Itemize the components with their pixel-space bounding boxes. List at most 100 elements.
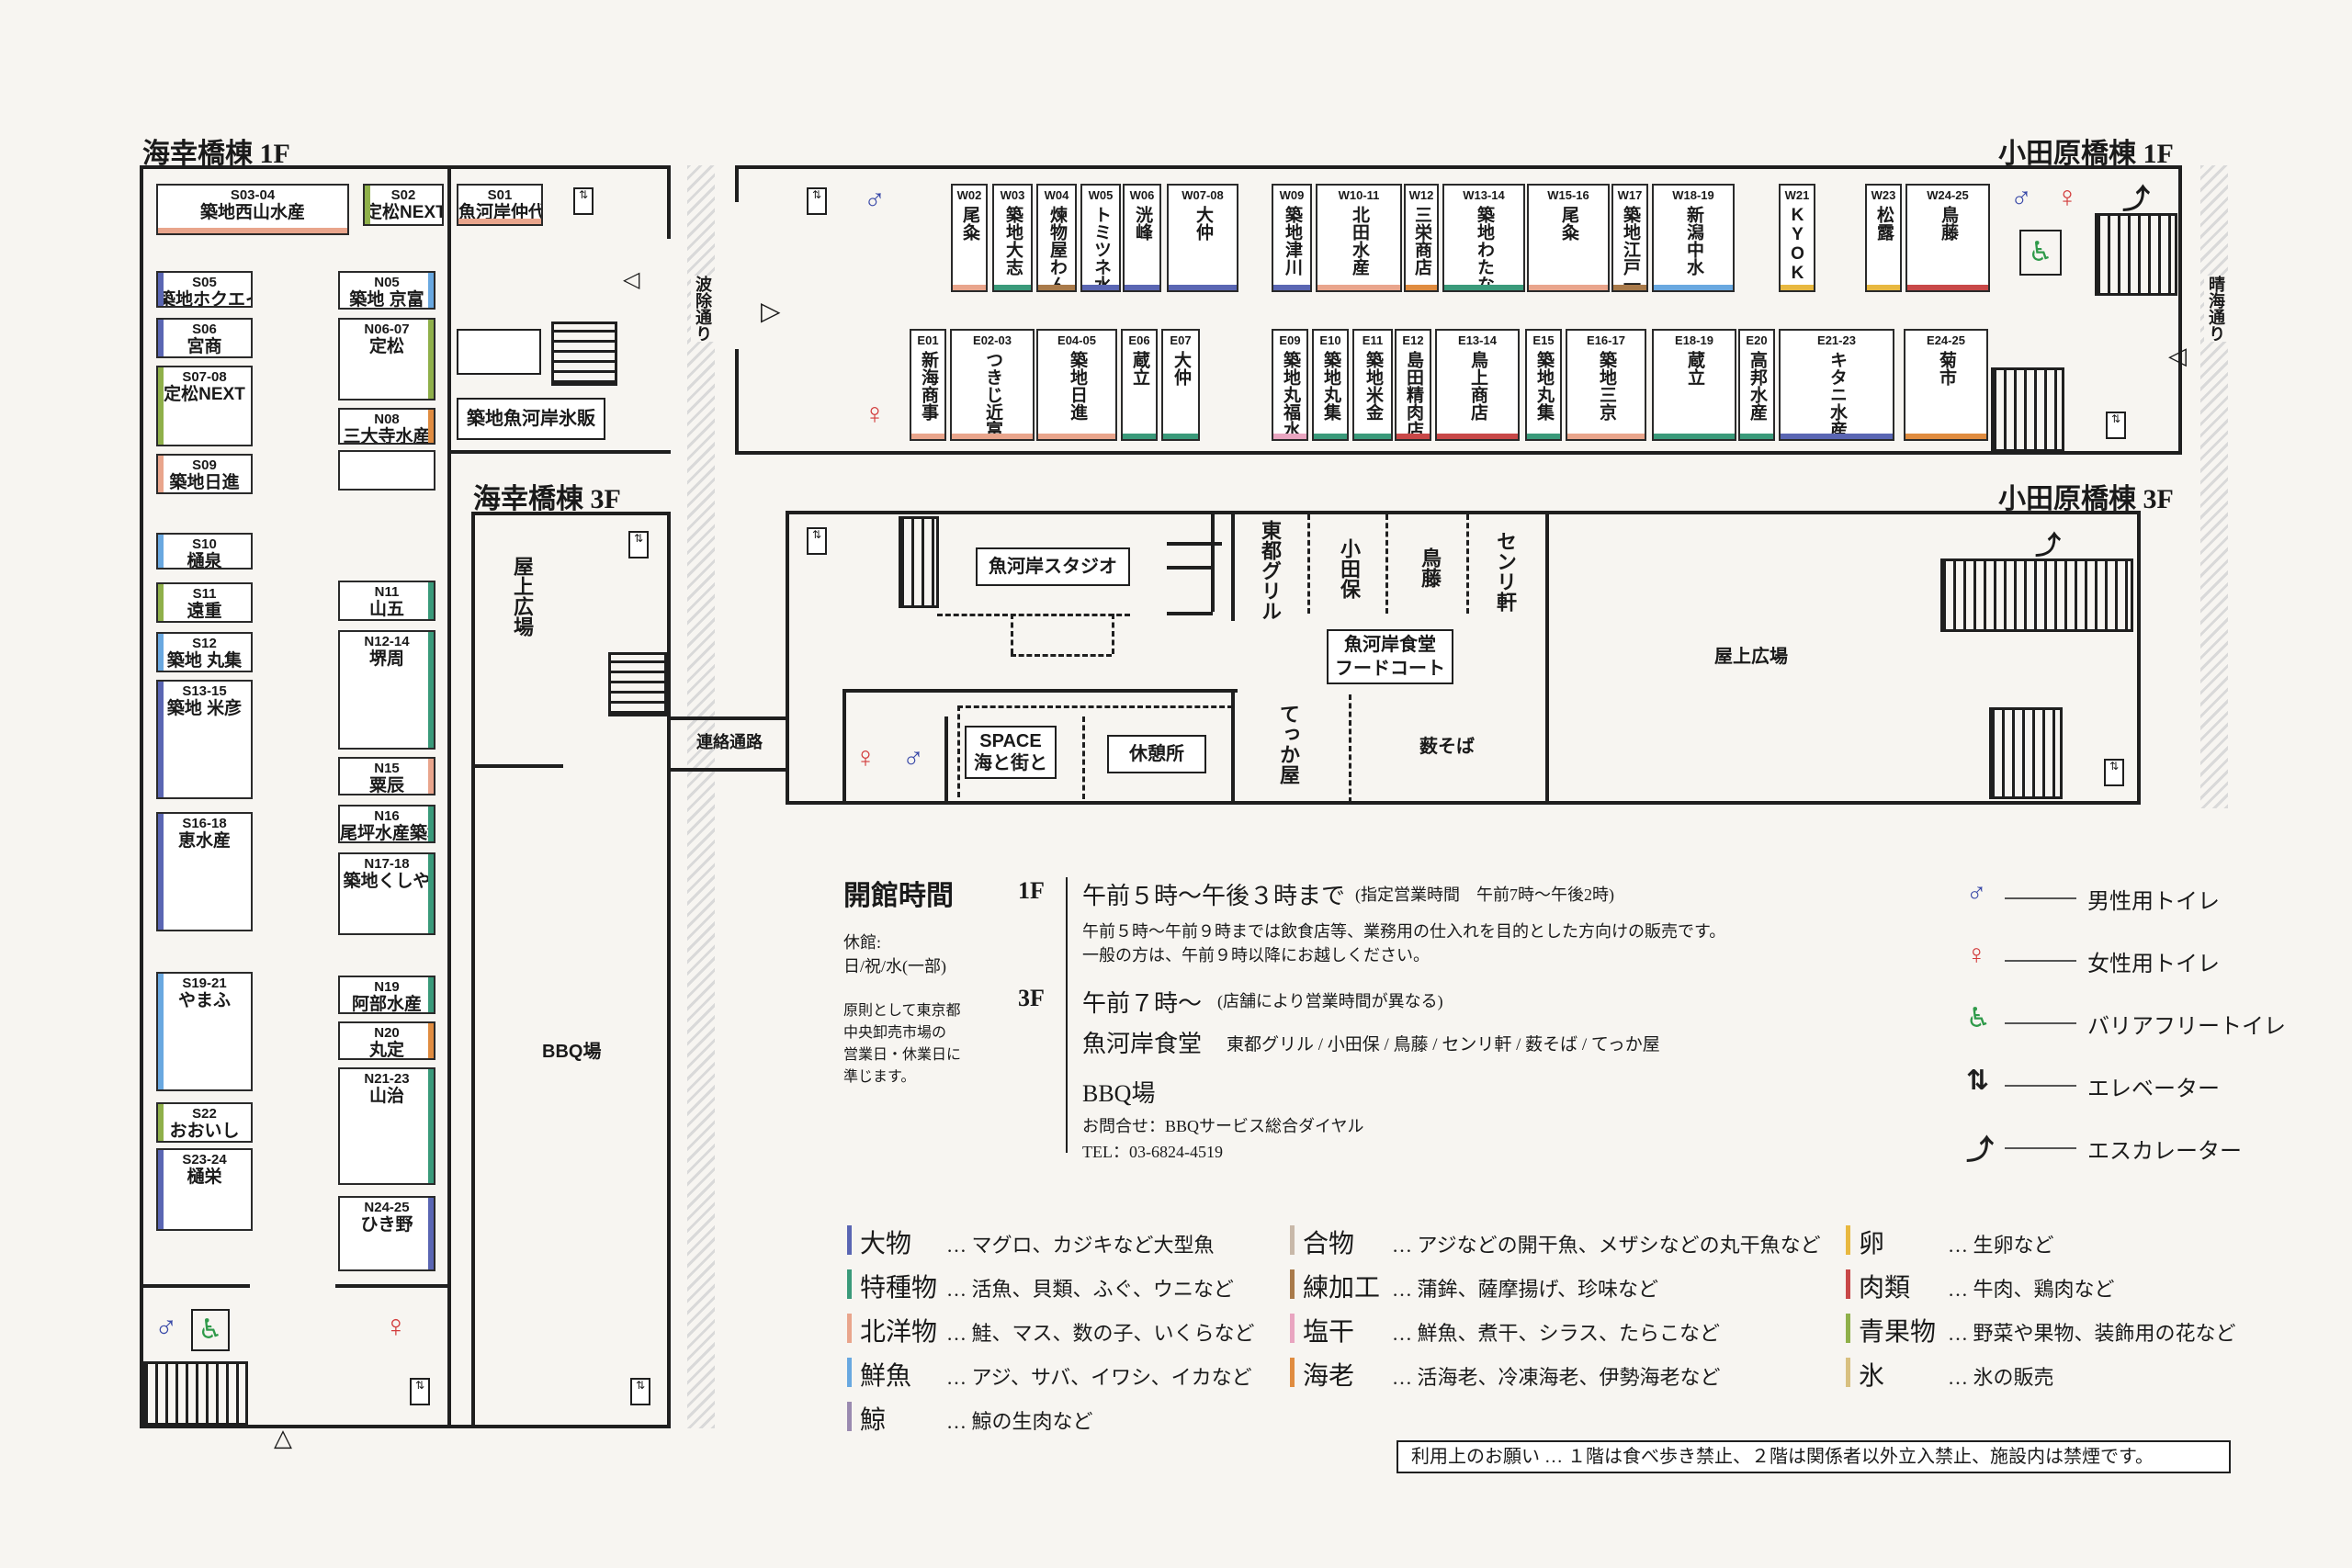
stall-number: E24-25 xyxy=(1927,333,1965,347)
category-color-bar xyxy=(1125,285,1159,290)
studio[interactable]: 魚河岸スタジオ xyxy=(976,547,1130,586)
stall-name: 定松 xyxy=(368,337,404,356)
category-name: 氷 xyxy=(1859,1362,1885,1391)
category-color-bar xyxy=(1038,434,1115,439)
stall-number: S19-21 xyxy=(182,976,227,991)
legend-line xyxy=(2005,1022,2076,1024)
stall-number: S12 xyxy=(192,636,217,651)
category-color-bar xyxy=(847,1358,852,1387)
category-color-bar xyxy=(1163,434,1198,439)
stall-name: 築地津川 xyxy=(1283,206,1302,276)
restaurant-tonto[interactable]: 東都グリル xyxy=(1259,520,1282,621)
stall-number: E09 xyxy=(1279,333,1301,347)
stall-name: 鳥上商店 xyxy=(1468,351,1487,421)
stall-name: 鳥藤 xyxy=(1939,206,1958,241)
male-toilet-icon: ♂ xyxy=(902,740,924,773)
category-color-bar xyxy=(1437,434,1518,439)
stall-name: おおいし xyxy=(169,1122,240,1141)
stall-number: E18-19 xyxy=(1675,333,1713,347)
hours-note-1: 原則として東京都 xyxy=(843,1003,961,1019)
street-hajo-label: 波除通り xyxy=(691,276,715,342)
ice-shop[interactable]: 築地魚河岸氷販 xyxy=(457,398,605,440)
restaurant-torifuji[interactable]: 鳥藤 xyxy=(1419,547,1442,588)
category-color-bar xyxy=(1846,1269,1850,1299)
restaurant-kotaho[interactable]: 小田保 xyxy=(1338,538,1361,599)
restaurant-tekka[interactable]: てっか屋 xyxy=(1277,704,1300,784)
stall-number: W15-16 xyxy=(1547,188,1589,202)
kaiko-1f-stairs-bottom xyxy=(142,1361,248,1426)
restaurant-yabu[interactable]: 薮そば xyxy=(1419,737,1475,757)
stall-name: 築地 丸集 xyxy=(166,651,243,671)
elevator-icon: ⇅ xyxy=(807,527,827,555)
rest-area[interactable]: 休憩所 xyxy=(1107,735,1206,773)
kaiko-3f-outline xyxy=(471,512,671,1428)
food-court[interactable]: 魚河岸食堂フードコート xyxy=(1327,629,1453,684)
category-color-bar xyxy=(1846,1225,1850,1255)
stall-name: 煉物屋わん xyxy=(1047,206,1067,292)
stall-number: W06 xyxy=(1129,188,1155,202)
entrance-arrow-icon: ◁ xyxy=(2168,342,2187,369)
restaurant-senri[interactable]: センリ軒 xyxy=(1494,531,1517,612)
